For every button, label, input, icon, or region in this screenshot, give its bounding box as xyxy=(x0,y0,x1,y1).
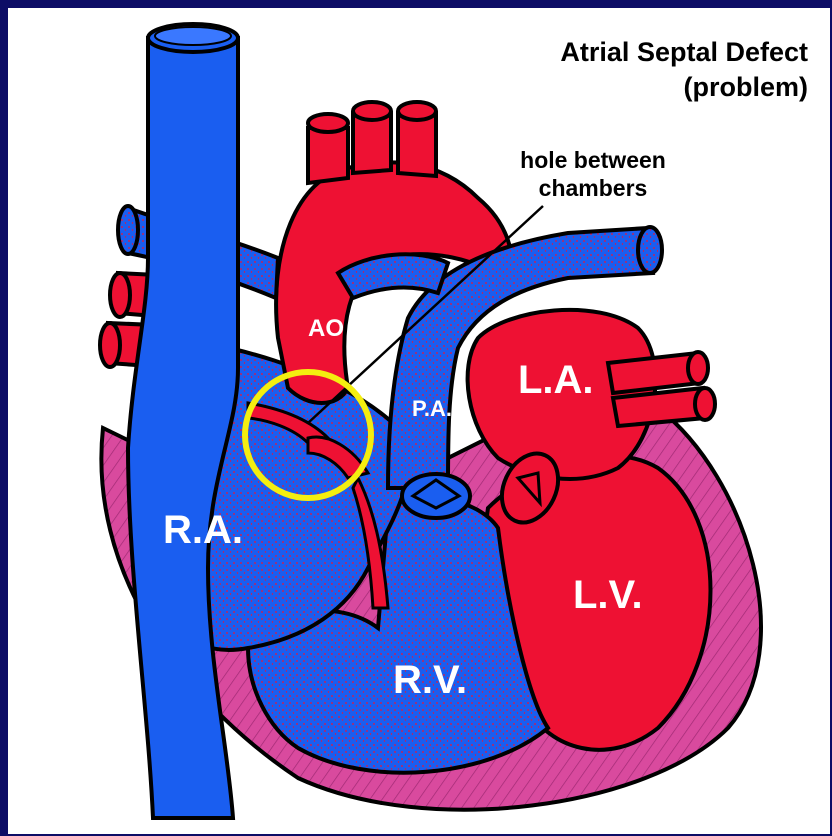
label-la: L.A. xyxy=(518,358,594,402)
annotation-line-1: hole between xyxy=(520,147,666,173)
label-lv: L.V. xyxy=(573,573,643,617)
diagram-canvas: Atrial Septal Defect (problem) hole betw… xyxy=(8,8,830,834)
title-line-2: (problem) xyxy=(684,72,809,102)
label-rv: R.V. xyxy=(393,658,467,702)
annotation-line-2: chambers xyxy=(539,175,648,201)
label-ao: AO xyxy=(308,315,344,342)
label-ra: R.A. xyxy=(163,508,243,552)
label-pa: P.A. xyxy=(412,396,452,421)
pulmonary-valve xyxy=(402,474,470,518)
heart-diagram: Atrial Septal Defect (problem) hole betw… xyxy=(8,8,830,834)
title-line-1: Atrial Septal Defect xyxy=(560,37,808,67)
